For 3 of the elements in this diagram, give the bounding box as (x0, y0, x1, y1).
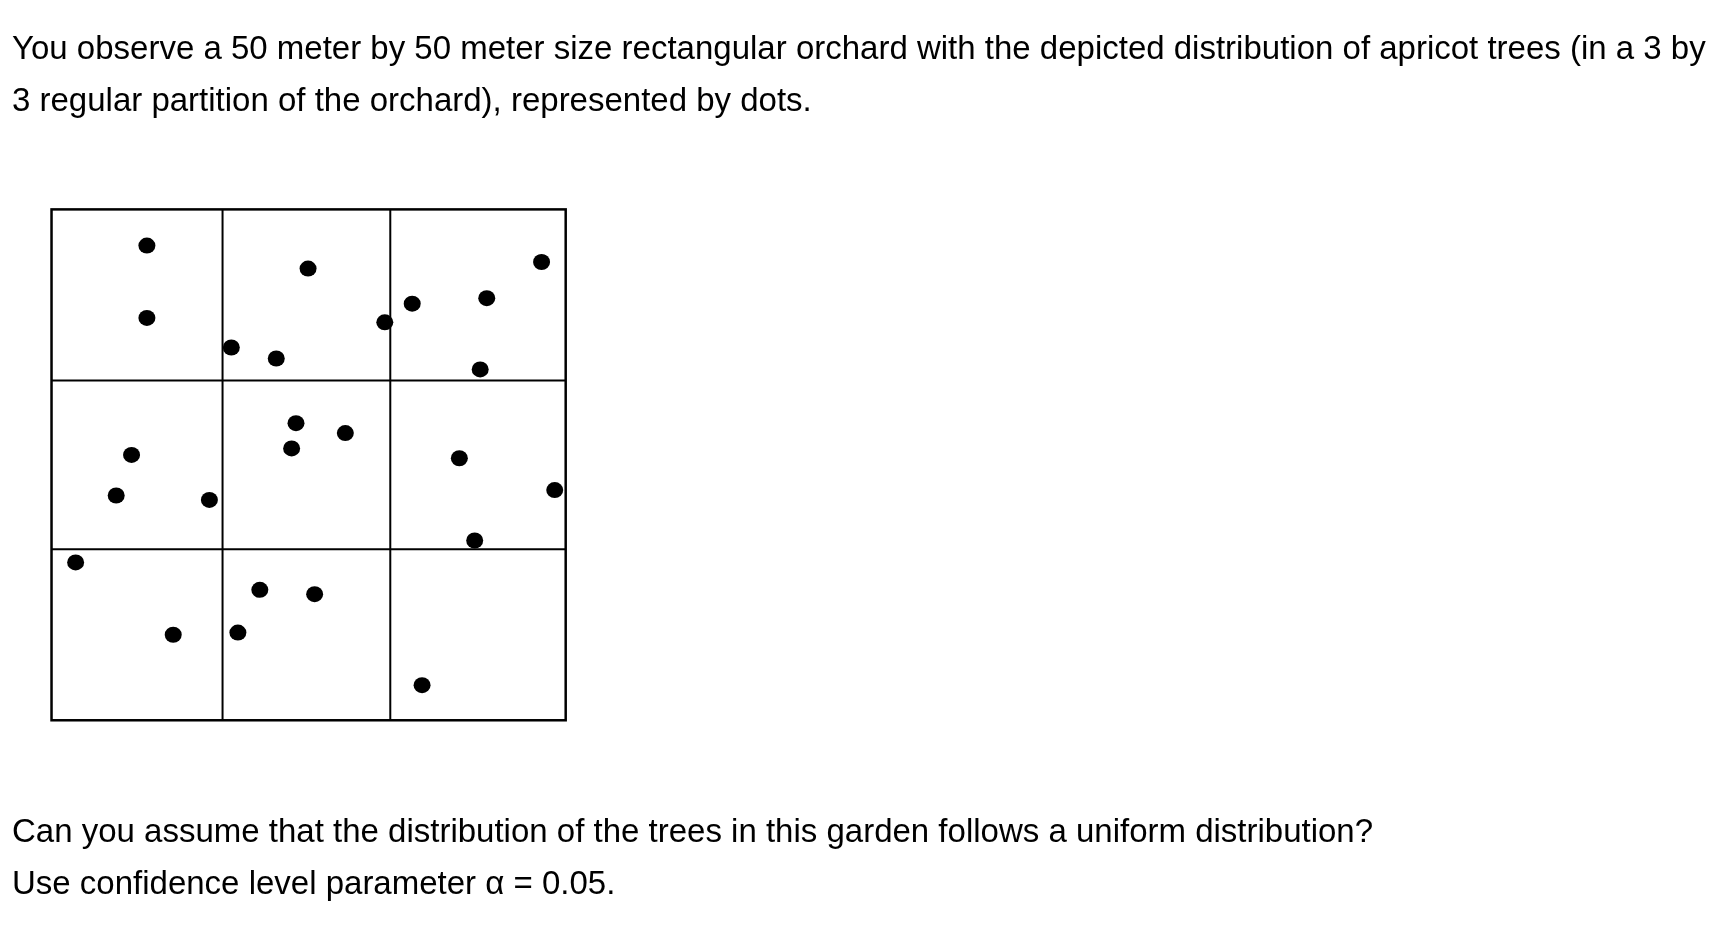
question-text: Can you assume that the distribution of the trees in this garden follows a uniform distribution? (12, 811, 1375, 851)
problem-statement: You observe a 50 meter by 50 meter size rectangular orchard with the depicted distribution of apricot trees (in a 3 by 3 regular partition of the orchard), represented by dots. (12, 28, 1707, 120)
question-text: Use confidence level parameter α = 0.05. (12, 863, 617, 903)
